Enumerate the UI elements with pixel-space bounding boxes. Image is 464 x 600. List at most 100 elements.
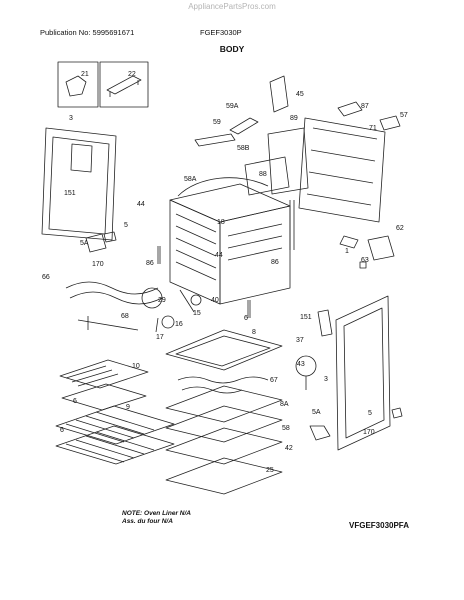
door-handle-bracket [70,143,93,173]
callout: 59 [213,119,221,126]
callout: 88 [259,171,267,178]
rack-wires [65,411,155,463]
part-21-bracket [65,75,87,97]
callout: 59A [226,103,239,110]
part-58 [165,405,283,443]
door-right [335,295,391,451]
bake-element-67 [177,376,269,394]
door-glass [48,136,110,235]
callout: 5A [80,240,89,247]
part-29 [141,287,163,309]
callout: 170 [92,261,104,268]
callout: 40 [211,297,219,304]
callout: 8 [252,329,256,336]
part-40 [190,294,202,306]
bake-tray-8 [165,329,283,371]
part-16 [161,315,175,329]
callout: 6 [60,427,64,434]
part-57 [379,115,401,131]
callout: 5 [124,222,128,229]
part-86-right [247,300,251,318]
part-1 [339,235,359,249]
part-22-bracket [106,75,142,97]
part-25 [165,457,283,495]
callout: 89 [290,115,298,122]
model-number: FGEF3030P [200,28,242,37]
callout: 66 [42,274,50,281]
part-5-left [103,231,117,243]
callout: 68 [121,313,129,320]
callout: 44 [215,252,223,259]
broil-pan-slots [65,365,119,387]
part-8a [165,385,283,423]
oven-side-ribs [175,213,217,281]
callout: 42 [285,445,293,452]
part-86-left [157,246,161,264]
part-22-box [99,61,149,108]
callout: 29 [158,297,166,304]
callout: 67 [270,377,278,384]
callout: 44 [137,201,145,208]
part-17 [155,317,159,333]
part-151-right [317,309,333,337]
oven-liner-note: NOTE: Oven Liner N/A Ass. du four N/A [122,510,191,526]
part-45 [269,75,289,113]
callout: 63 [361,257,369,264]
broil-pan-9 [61,383,147,411]
callout: 9 [126,404,130,411]
rack-upper [55,405,175,445]
watermark: AppliancePartsPros.com [188,2,276,11]
oven-front-ribs [227,223,283,261]
part-63 [359,261,367,269]
harness-88 [177,177,269,197]
callout: 71 [369,125,377,132]
callout: 3 [324,376,328,383]
broil-element [65,281,163,305]
part-59a [229,117,259,135]
section-title: BODY [219,44,245,54]
callout: 5A [312,409,321,416]
callout: 170 [363,429,375,436]
bake-tray-inner [175,335,271,367]
callout: 17 [156,334,164,341]
callout: 15 [193,310,201,317]
part-87 [337,101,363,117]
part-5a-right [309,425,331,441]
callout: 10 [132,363,140,370]
part-15-line [179,289,195,313]
note-line-fr: Ass. du four N/A [122,518,173,525]
callout: 86 [271,259,279,266]
callout: 45 [296,91,304,98]
oven-front [219,205,291,305]
callout: 18 [217,219,225,226]
callout: 21 [81,71,89,78]
part-58b [244,156,290,196]
callout: 25 [266,467,274,474]
callout: 6 [244,315,248,322]
diagram-code: VFGEF3030PFA [349,521,410,530]
back-panel-vents [306,127,378,206]
back-panel [298,117,386,223]
callout: 151 [300,314,312,321]
note-line-en: NOTE: Oven Liner N/A [122,510,191,517]
callout: 87 [361,103,369,110]
oven-side [169,199,221,305]
callout: 1 [345,248,349,255]
callout: 58A [184,176,197,183]
callout: 16 [175,321,183,328]
callout: 43 [297,361,305,368]
callout: 6 [73,398,77,405]
part-21-box [57,61,99,108]
part-42 [165,427,283,465]
part-59 [194,133,236,147]
callout: 58 [282,425,290,432]
broil-pan-10 [59,359,149,389]
callout: 151 [64,190,76,197]
part-68-line [77,316,139,331]
part-89 [267,127,309,195]
callout: 3 [69,115,73,122]
callout: 86 [146,260,154,267]
callout: 57 [400,112,408,119]
callout: 22 [128,71,136,78]
